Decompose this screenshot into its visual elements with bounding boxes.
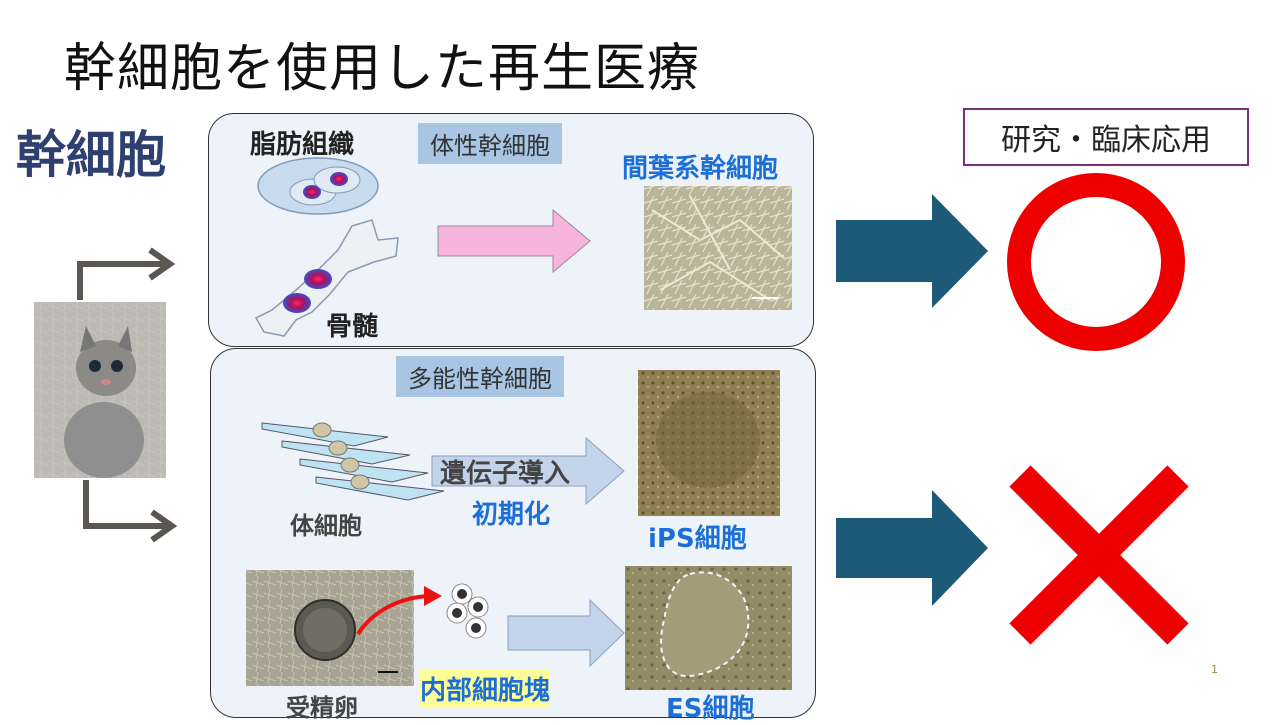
side-label: 幹細胞 bbox=[16, 126, 166, 184]
research-clinical-header: 研究・臨床応用 bbox=[963, 108, 1249, 166]
fertilized-egg-image bbox=[246, 570, 414, 686]
pluripotent-stem-cell-tag: 多能性幹細胞 bbox=[396, 356, 564, 397]
gene-introduction-label: 遺伝子導入 bbox=[440, 459, 571, 489]
adipose-label: 脂肪組織 bbox=[250, 130, 355, 160]
bracket-arrow-up bbox=[77, 247, 176, 300]
bracket-arrow-down bbox=[83, 480, 178, 543]
gene-introduction-arrow bbox=[431, 436, 625, 506]
bone-marrow-label: 骨髄 bbox=[326, 312, 379, 342]
bone-icon bbox=[254, 219, 399, 337]
somatic-cells-icon bbox=[261, 422, 445, 501]
cross-mark-icon bbox=[1009, 465, 1189, 645]
ips-microscope-image bbox=[638, 370, 780, 516]
inner-cell-mass-arrow bbox=[356, 586, 442, 636]
kitten-photo bbox=[34, 302, 166, 478]
reprogramming-label: 初期化 bbox=[472, 500, 551, 530]
msc-microscope-image bbox=[644, 186, 792, 310]
culture-arrow bbox=[437, 208, 591, 274]
somatic-cell-label: 体細胞 bbox=[290, 512, 362, 540]
fertilized-egg-label: 受精卵 bbox=[286, 694, 358, 722]
inner-cell-mass-label: 内部細胞塊 bbox=[420, 670, 551, 707]
slide-title: 幹細胞を使用した再生医療 bbox=[64, 39, 701, 99]
somatic-stem-cell-tag: 体性幹細胞 bbox=[418, 123, 562, 164]
clinical-arrow-bottom bbox=[836, 490, 988, 606]
es-derivation-arrow bbox=[507, 598, 625, 668]
inner-cell-mass-icon bbox=[446, 583, 489, 639]
adipose-tissue-icon bbox=[257, 157, 379, 215]
ips-cell-label: iPS細胞 bbox=[648, 524, 747, 554]
page-number: 1 bbox=[1211, 663, 1218, 676]
es-microscope-image bbox=[625, 566, 792, 690]
clinical-arrow-top bbox=[836, 194, 988, 308]
circle-mark-icon bbox=[1007, 173, 1185, 351]
msc-label: 間葉系幹細胞 bbox=[622, 154, 779, 184]
es-cell-label: ES細胞 bbox=[666, 694, 755, 724]
